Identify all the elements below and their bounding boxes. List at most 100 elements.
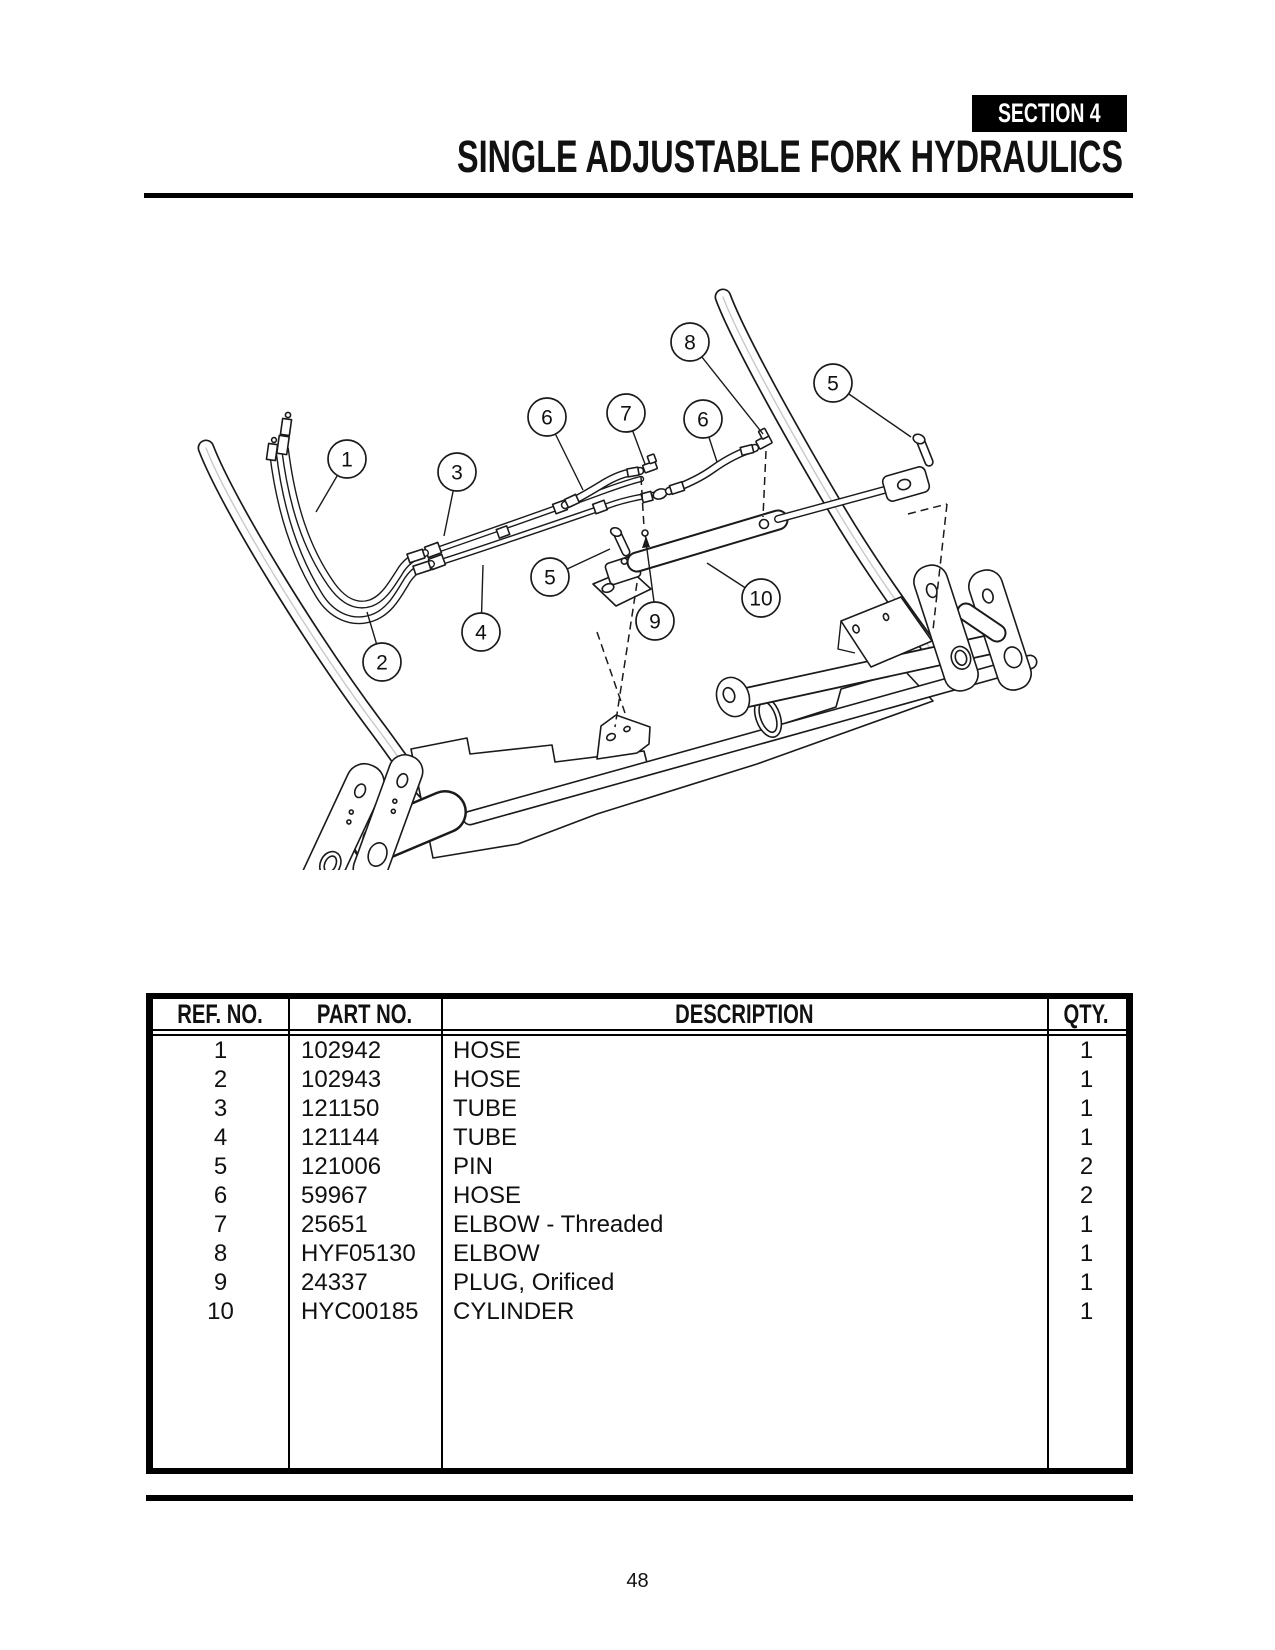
cell-qty: 1: [1079, 1240, 1094, 1267]
page-number: 48: [626, 1570, 649, 1592]
cell-qty: 1: [1079, 1211, 1094, 1238]
callout-6-left: 6: [527, 397, 584, 491]
cell-qty: 2: [1079, 1182, 1094, 1209]
cylinder-rod: [774, 485, 892, 523]
cell-part: 121006: [301, 1153, 382, 1180]
cell-part: 24337: [301, 1269, 368, 1296]
cell-ref: 4: [213, 1124, 228, 1151]
footer-rule: [146, 1495, 1133, 1501]
cell-desc: CYLINDER: [453, 1298, 575, 1325]
svg-text:5: 5: [827, 373, 839, 396]
elbow-8: [755, 427, 773, 450]
svg-text:2: 2: [376, 652, 388, 675]
cell-ref: 7: [213, 1211, 228, 1238]
cell-part: 121144: [301, 1124, 380, 1151]
section-badge-label: SECTION 4: [998, 98, 1101, 128]
cell-part: 102943: [301, 1066, 382, 1093]
cell-part: 25651: [301, 1211, 368, 1238]
svg-text:6: 6: [541, 407, 553, 430]
callout-5-mid: 5: [530, 548, 611, 597]
svg-text:3: 3: [451, 462, 463, 485]
cell-desc: HOSE: [453, 1037, 522, 1064]
callout-6-right: 6: [683, 399, 723, 463]
svg-text:6: 6: [697, 409, 709, 432]
left-bracket-front-plate: [352, 753, 424, 870]
cell-desc: TUBE: [453, 1124, 518, 1151]
svg-text:9: 9: [649, 611, 661, 634]
cell-desc: HOSE: [453, 1182, 522, 1209]
hose-1: [281, 445, 429, 609]
left-bracket-rear-plate: [299, 762, 385, 870]
cell-ref: 3: [213, 1095, 228, 1122]
tube-4: [437, 490, 663, 566]
pin-right: [912, 433, 934, 467]
cell-part: HYF05130: [301, 1240, 416, 1267]
cell-ref: 1: [213, 1037, 228, 1064]
svg-text:4: 4: [475, 622, 487, 645]
svg-text:8: 8: [684, 332, 696, 355]
callout-1: 1: [315, 439, 367, 513]
header-part-no: PART NO.: [316, 999, 413, 1029]
cell-part: 102942: [301, 1037, 382, 1064]
lower-cross-shaft: [462, 654, 1038, 826]
cell-ref: 10: [207, 1298, 234, 1325]
cell-part: 59967: [301, 1182, 368, 1209]
page-title: SINGLE ADJUSTABLE FORK HYDRAULICS: [198, 133, 1123, 181]
callout-7: 7: [606, 393, 646, 465]
tube-3: [433, 475, 645, 554]
cylinder-port: [758, 518, 770, 530]
cell-qty: 1: [1079, 1269, 1094, 1296]
svg-text:5: 5: [544, 567, 556, 590]
pin-middle: [609, 526, 631, 557]
svg-text:1: 1: [341, 449, 353, 472]
cell-desc: PLUG, Orificed: [453, 1269, 615, 1296]
callout-2: 2: [362, 611, 402, 682]
column-divider-2: [441, 999, 443, 1468]
cell-desc: ELBOW - Threaded: [453, 1211, 664, 1238]
cell-desc: ELBOW: [453, 1240, 540, 1267]
cell-ref: 9: [213, 1269, 228, 1296]
hose-end-fittings: [265, 411, 432, 576]
parts-table-header: REF. NO. PART NO. DESCRIPTION QTY.: [153, 999, 1126, 1029]
callout-5-right: 5: [813, 363, 912, 438]
svg-text:10: 10: [749, 588, 772, 611]
callout-10: 10: [706, 562, 781, 618]
header-description: DESCRIPTION: [674, 999, 814, 1029]
cell-ref: 5: [213, 1153, 228, 1180]
svg-text:7: 7: [620, 403, 632, 426]
column-divider-3: [1047, 999, 1049, 1468]
cell-ref: 2: [213, 1066, 228, 1093]
cylinder-right-clevis: [881, 466, 931, 502]
cell-qty: 1: [1079, 1037, 1094, 1064]
page-title-text: SINGLE ADJUSTABLE FORK HYDRAULICS: [456, 131, 1123, 182]
plug-mount-bracket: [596, 714, 651, 760]
hose-6-left: [560, 466, 645, 510]
column-divider-1: [288, 999, 290, 1468]
cell-qty: 1: [1079, 1066, 1094, 1093]
right-bracket-stub: [956, 602, 1007, 643]
cell-ref: 8: [213, 1240, 228, 1267]
cell-ref: 6: [213, 1182, 228, 1209]
assembly-dashed-lines: [596, 450, 948, 728]
cell-part: HYC00185: [301, 1298, 419, 1325]
header-ref-no: REF. NO.: [177, 999, 264, 1029]
cell-desc: TUBE: [453, 1095, 518, 1122]
right-bracket-front-plate: [913, 564, 979, 692]
callout-4: 4: [461, 564, 501, 652]
header-rule: [144, 193, 1133, 198]
threaded-elbow-7: [642, 453, 658, 474]
cell-qty: 1: [1079, 1124, 1094, 1151]
header-qty: QTY.: [1063, 999, 1109, 1029]
cylinder-barrel: [626, 509, 789, 573]
section-badge: SECTION 4: [972, 95, 1127, 132]
cell-qty: 2: [1079, 1153, 1094, 1180]
header-double-rule: [153, 1029, 1126, 1036]
cell-qty: 1: [1079, 1298, 1094, 1325]
callout-8: 8: [670, 322, 764, 435]
